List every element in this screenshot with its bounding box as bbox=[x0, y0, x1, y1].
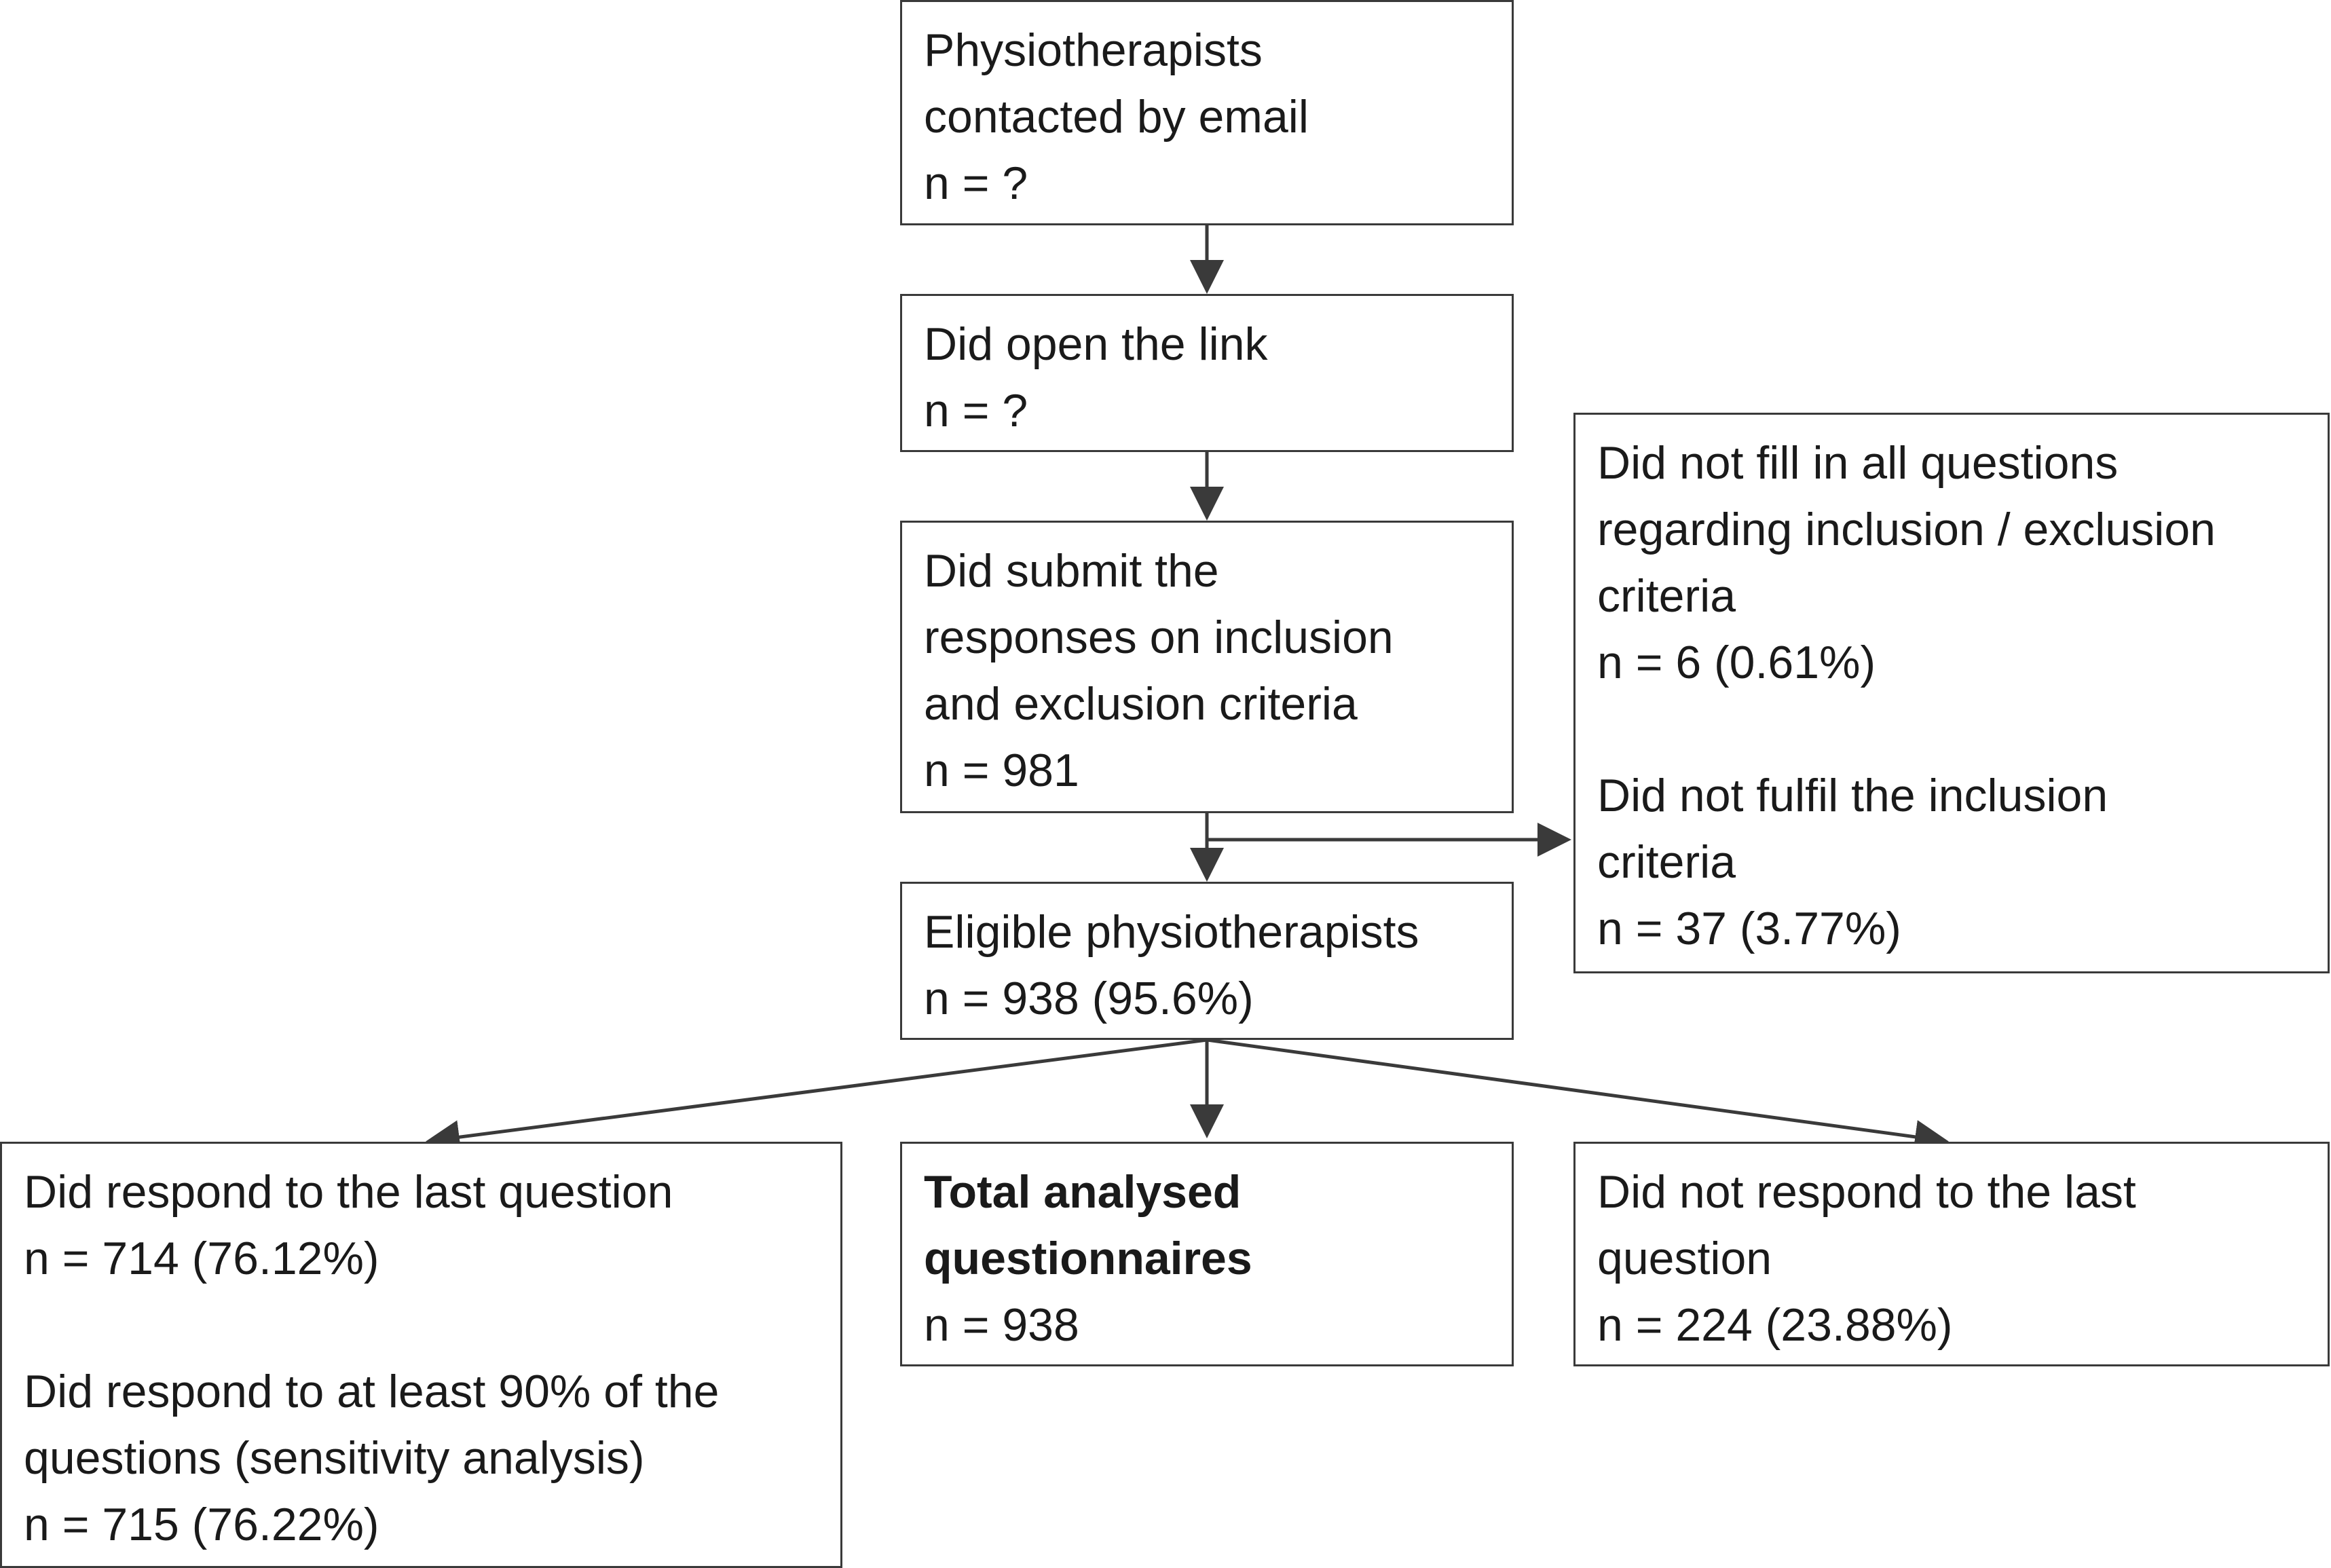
responded-spacer bbox=[24, 1292, 819, 1358]
opened-count: n = ? bbox=[924, 385, 1028, 436]
contacted-line-2: contacted by email bbox=[924, 91, 1309, 143]
not-responded-line-2: question bbox=[1597, 1233, 1772, 1284]
total-title-line-1: Total analysed bbox=[924, 1166, 1242, 1218]
responded-last-line: Did respond to the last question bbox=[24, 1166, 673, 1218]
submitted-count: n = 981 bbox=[924, 745, 1079, 796]
opened-line-1: Did open the link bbox=[924, 318, 1268, 370]
responded-box: Did respond to the last question n = 714… bbox=[0, 1142, 842, 1568]
eligible-box: Eligible physiotherapists n = 938 (95.6%… bbox=[900, 882, 1514, 1040]
arrow-eligible-to-responded bbox=[426, 1038, 1208, 1154]
eligible-count: n = 938 (95.6%) bbox=[924, 973, 1254, 1024]
not-responded-line-1: Did not respond to the last bbox=[1597, 1166, 2136, 1218]
not-responded-count: n = 224 (23.88%) bbox=[1597, 1299, 1953, 1351]
responded-90-line-2: questions (sensitivity analysis) bbox=[24, 1432, 645, 1484]
submitted-line-2: responses on inclusion bbox=[924, 612, 1394, 663]
opened-box: Did open the link n = ? bbox=[900, 294, 1514, 452]
total-box: Total analysed questionnaires n = 938 bbox=[900, 1142, 1514, 1366]
excluded-spacer bbox=[1597, 696, 2306, 762]
excluded-box: Did not fill in all questions regarding … bbox=[1573, 413, 2330, 973]
excluded-criteria-line-1: Did not fulfil the inclusion bbox=[1597, 770, 2108, 821]
submitted-line-1: Did submit the bbox=[924, 545, 1219, 597]
responded-90-line-1: Did respond to at least 90% of the bbox=[24, 1366, 720, 1417]
total-count: n = 938 bbox=[924, 1299, 1079, 1351]
excluded-incomplete-line-1: Did not fill in all questions bbox=[1597, 437, 2119, 489]
contacted-box: Physiotherapists contacted by email n = … bbox=[900, 0, 1514, 225]
eligible-line-1: Eligible physiotherapists bbox=[924, 906, 1419, 958]
excluded-criteria-count: n = 37 (3.77%) bbox=[1597, 903, 1901, 954]
responded-90-count: n = 715 (76.22%) bbox=[24, 1499, 379, 1550]
excluded-incomplete-count: n = 6 (0.61%) bbox=[1597, 637, 1876, 688]
contacted-count: n = ? bbox=[924, 157, 1028, 209]
submitted-box: Did submit the responses on inclusion an… bbox=[900, 521, 1514, 813]
excluded-incomplete-line-2: regarding inclusion / exclusion bbox=[1597, 504, 2216, 555]
arrow-eligible-to-not-responded bbox=[1206, 1038, 1949, 1154]
excluded-incomplete-line-3: criteria bbox=[1597, 570, 1736, 622]
contacted-line-1: Physiotherapists bbox=[924, 24, 1263, 76]
excluded-criteria-line-2: criteria bbox=[1597, 836, 1736, 888]
not-responded-box: Did not respond to the last question n =… bbox=[1573, 1142, 2330, 1366]
total-title-line-2: questionnaires bbox=[924, 1233, 1252, 1284]
responded-last-count: n = 714 (76.12%) bbox=[24, 1233, 379, 1284]
submitted-line-3: and exclusion criteria bbox=[924, 678, 1358, 730]
